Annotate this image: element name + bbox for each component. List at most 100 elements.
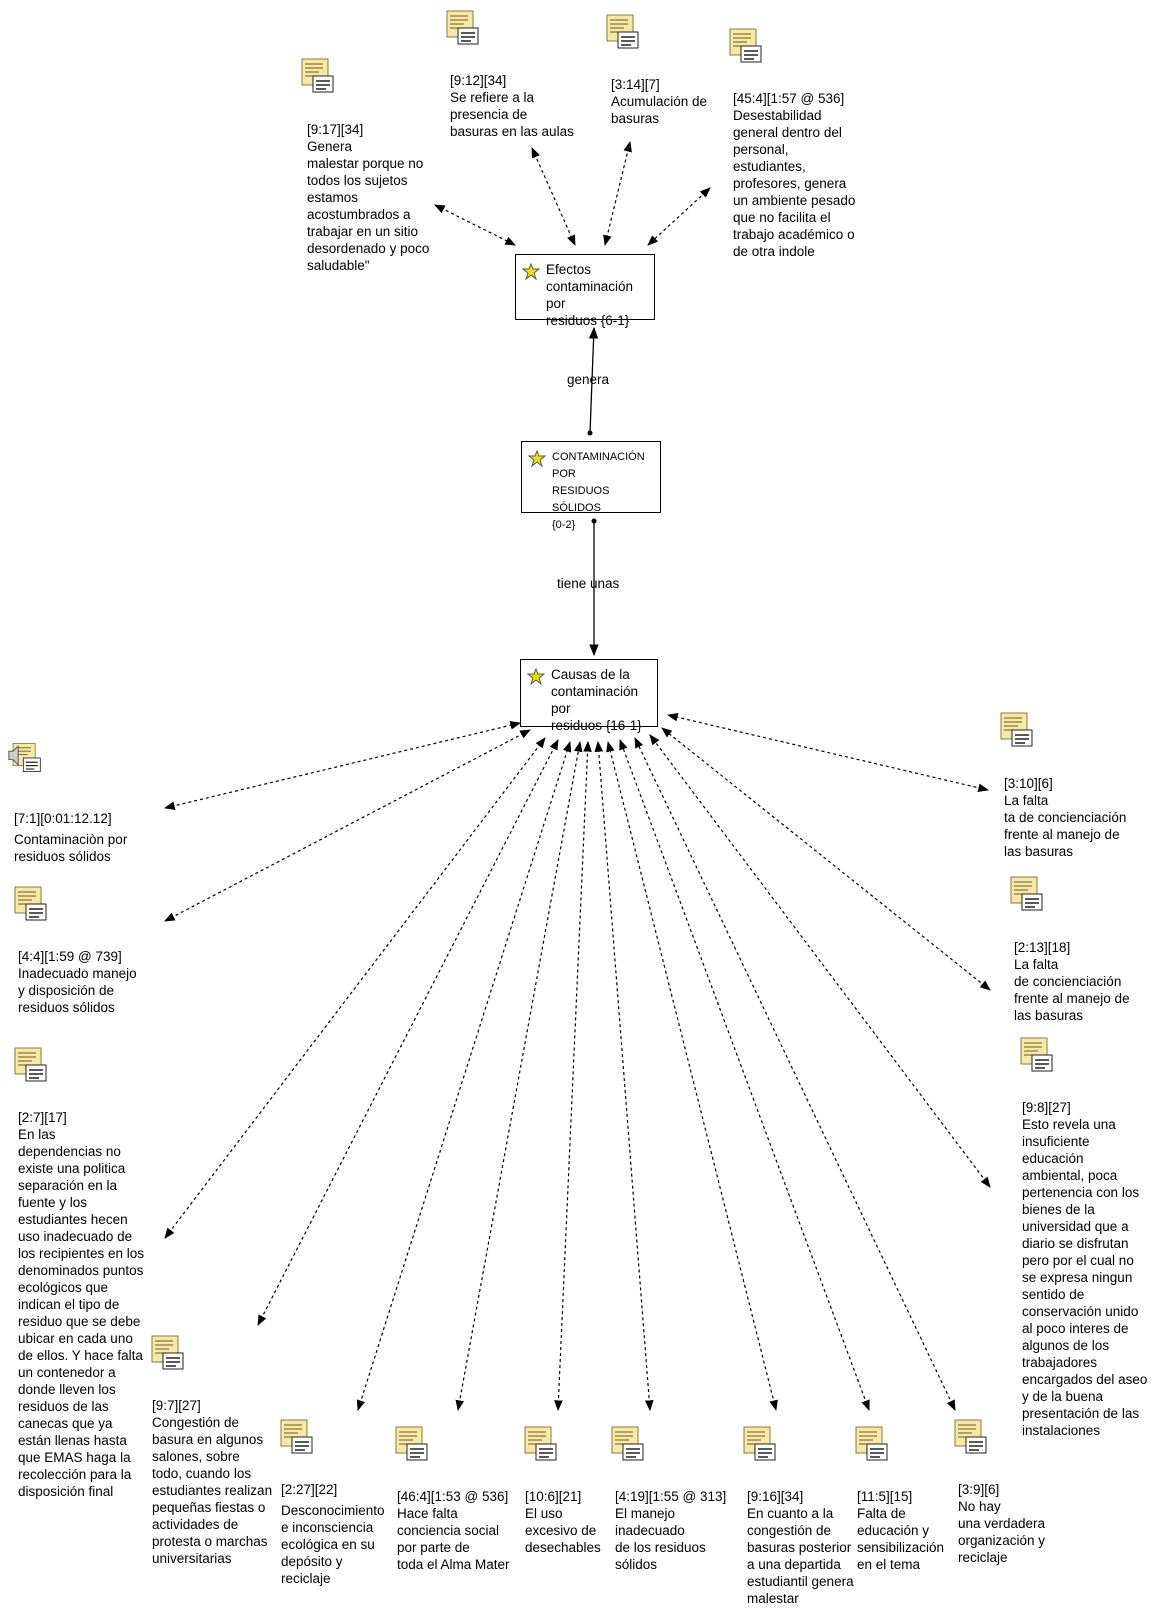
edge-cause-13 <box>661 727 991 991</box>
quote-cause-6[interactable]: [46:4][1:53 @ 536] Hace falta conciencia … <box>397 1471 510 1573</box>
edge-cause-9 <box>606 740 778 1412</box>
text-quotation-icon <box>1010 876 1043 911</box>
edge-effect-1 <box>434 204 516 246</box>
text-quotation-icon <box>524 1426 557 1461</box>
audio-quotation-icon <box>8 743 41 773</box>
quote-effect-3[interactable]: [3:14][7] Acumulación de basuras <box>611 59 707 127</box>
text-quotation-icon <box>446 10 479 45</box>
edge-cause-4 <box>257 739 559 1326</box>
quote-cause-2[interactable]: [4:4][1:59 @ 739] Inadecuado manejo y dis… <box>18 931 137 1016</box>
code-causes-label: Causas de la contaminación por residuos … <box>551 667 642 733</box>
quote-text: Hace falta conciencia social por parte d… <box>397 1506 510 1572</box>
quote-text: El manejo inadecuado de los residuos sól… <box>615 1506 706 1572</box>
edge-cause-3 <box>164 737 546 1239</box>
code-star-icon <box>527 668 545 686</box>
quote-id: [2:7][17] <box>18 1110 67 1125</box>
text-quotation-icon <box>855 1426 888 1461</box>
text-quotation-icon <box>743 1426 776 1461</box>
quote-cause-5[interactable]: [2:27][22] Desconocimiento e inconscienci… <box>281 1464 385 1587</box>
edge-effect-4 <box>647 187 711 246</box>
quote-text: La falta ta de concienciación frente al … <box>1004 793 1127 859</box>
quote-cause-8[interactable]: [4:19][1:55 @ 313] El manejo inadecuado d… <box>615 1471 726 1573</box>
code-contaminacion-label: CONTAMINACIÓN POR RESIDUOS SÓLIDOS {0-2} <box>552 451 645 531</box>
text-quotation-icon <box>151 1335 184 1370</box>
code-effects-label: Efectos contaminación por residuos {6-1} <box>546 262 634 328</box>
edge-cause-12 <box>649 734 991 1188</box>
text-quotation-icon <box>1000 712 1033 747</box>
quote-id: [9:16][34] <box>747 1489 804 1504</box>
quote-effect-2[interactable]: [9:12][34] Se refiere a la presencia de b… <box>450 55 574 140</box>
text-quotation-icon <box>14 886 47 921</box>
quote-id: [10:6][21] <box>525 1489 582 1504</box>
quote-effect-1[interactable]: [9:17][34] Genera malestar porque no todo… <box>307 104 429 274</box>
quote-text: En cuanto a la congestión de basuras pos… <box>747 1506 854 1606</box>
quote-id: [46:4][1:53 @ 536] <box>397 1489 509 1504</box>
edge-cause-8 <box>594 740 654 1412</box>
edge-cause-1 <box>163 721 522 810</box>
quote-text: Falta de educación y sensibilización en … <box>857 1506 945 1572</box>
quote-id: [2:27][22] <box>281 1482 338 1497</box>
text-quotation-icon <box>729 28 762 63</box>
quote-id: [3:10][6] <box>1004 776 1053 791</box>
quote-id: [4:4][1:59 @ 739] <box>18 949 122 964</box>
code-star-icon <box>522 263 540 281</box>
relation-label-tiene-unas: tiene unas <box>557 576 620 591</box>
text-quotation-icon <box>301 58 334 93</box>
text-quotation-icon <box>280 1419 313 1454</box>
text-quotation-icon <box>395 1426 428 1461</box>
quote-effect-4[interactable]: [45:4][1:57 @ 536] Desestabilidad general… <box>733 73 855 260</box>
quote-text: Contaminaciòn por residuos sólidos <box>14 832 128 864</box>
quote-text: El uso excesivo de desechables <box>525 1506 601 1555</box>
quote-text: Esto revela una insuficiente educación a… <box>1022 1117 1148 1438</box>
quote-text: Genera malestar porque no todos los suje… <box>307 139 430 273</box>
code-star-icon <box>528 450 546 468</box>
edge-cause-6 <box>455 740 583 1412</box>
text-quotation-icon <box>14 1047 47 1082</box>
edge-cause-10 <box>619 738 870 1412</box>
quote-id: [45:4][1:57 @ 536] <box>733 91 845 106</box>
quote-cause-9[interactable]: [9:16][34] En cuanto a la congestión de b… <box>747 1471 854 1607</box>
edge-cause-14 <box>666 713 990 792</box>
quote-cause-11[interactable]: [3:9][6]No hay una verdadera organizació… <box>958 1464 1045 1566</box>
text-quotation-icon <box>606 14 639 49</box>
quote-cause-14[interactable]: [3:10][6] La falta ta de concienciación f… <box>1004 758 1126 860</box>
quote-cause-3[interactable]: [2:7][17] En las dependencias no existe u… <box>18 1092 144 1500</box>
quote-text: No hay una verdadera organización y reci… <box>958 1499 1046 1565</box>
edge-cause-7 <box>554 740 592 1412</box>
edge-effect-2 <box>531 147 576 246</box>
quote-text: La falta de concienciación frente al man… <box>1014 957 1130 1023</box>
quote-id: [4:19][1:55 @ 313] <box>615 1489 727 1504</box>
quote-id: [11:5][15] <box>857 1489 913 1504</box>
quote-id: [2:13][18] <box>1014 940 1071 955</box>
quote-text: Desconocimiento e inconsciencia ecológic… <box>281 1503 385 1586</box>
quote-id: [9:7][27] <box>152 1398 201 1413</box>
quote-text: Acumulación de basuras <box>611 94 708 126</box>
quote-cause-4[interactable]: [9:7][27] Congestión de basura en algunos… <box>152 1380 272 1567</box>
quote-cause-13[interactable]: [2:13][18] La falta de concienciación fre… <box>1014 922 1130 1024</box>
quote-id: [3:14][7] <box>611 77 660 92</box>
relation-label-genera: genera <box>567 372 610 387</box>
quote-cause-1[interactable]: [7:1][0:01:12.12] Contaminaciòn por resid… <box>14 793 127 865</box>
quote-cause-7[interactable]: [10:6][21] El uso excesivo de desechables <box>525 1471 601 1556</box>
quote-text: Inadecuado manejo y disposición de resid… <box>18 966 137 1015</box>
code-contaminacion[interactable]: CONTAMINACIÓN POR RESIDUOS SÓLIDOS {0-2} <box>521 441 661 531</box>
quote-id: [9:12][34] <box>450 73 507 88</box>
quote-id: [9:17][34] <box>307 122 364 137</box>
quote-cause-10[interactable]: [11:5][15] Falta de educación y sensibili… <box>857 1471 944 1573</box>
quote-text: En las dependencias no existe una politi… <box>18 1127 145 1499</box>
quote-text: Desestabilidad general dentro del person… <box>733 108 856 259</box>
edge-genera <box>588 326 599 434</box>
quote-text: Se refiere a la presencia de basuras en … <box>450 90 574 139</box>
text-quotation-icon <box>611 1426 644 1461</box>
quote-text: Congestión de basura en algunos salones,… <box>152 1415 273 1566</box>
quote-id: [7:1][0:01:12.12] <box>14 811 112 826</box>
code-causes[interactable]: Causas de la contaminación por residuos … <box>520 659 658 733</box>
edge-cause-2 <box>164 729 531 922</box>
edge-cause-11 <box>634 737 956 1411</box>
quote-cause-12[interactable]: [9:8][27] Esto revela una insuficiente ed… <box>1022 1082 1147 1439</box>
edge-effect-3 <box>603 140 632 247</box>
code-effects[interactable]: Efectos contaminación por residuos {6-1} <box>515 254 655 328</box>
text-quotation-icon <box>1020 1037 1053 1072</box>
quote-id: [9:8][27] <box>1022 1100 1071 1115</box>
